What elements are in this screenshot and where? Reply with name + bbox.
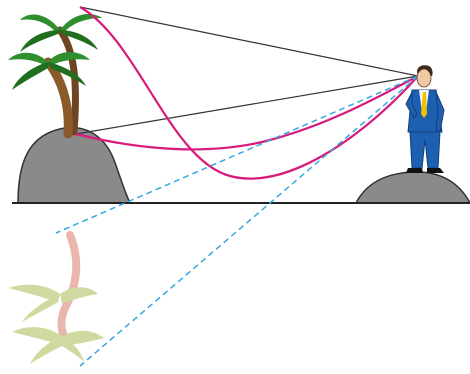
- palm-leaf: [8, 52, 48, 66]
- palm-leaf: [20, 14, 60, 33]
- curved-ray-bottom: [75, 75, 419, 151]
- image-leaf: [60, 287, 98, 304]
- virtual-ray-top: [55, 75, 419, 234]
- mirage-palm-image: [8, 231, 104, 364]
- curved-ray-top: [79, 6, 419, 180]
- left-hill: [17, 126, 132, 204]
- image-leaf: [30, 336, 62, 364]
- virtual-ray-bottom: [79, 75, 419, 367]
- person-right-arm: [435, 91, 445, 133]
- image-leaf: [62, 330, 104, 346]
- palm-leaf: [60, 30, 98, 50]
- person-head: [416, 68, 432, 88]
- image-trunk: [57, 231, 81, 344]
- image-leaf: [22, 294, 60, 322]
- palm-tree: [8, 14, 102, 139]
- person-legs: [409, 131, 441, 169]
- direct-ray-top: [79, 6, 419, 77]
- direct-ray-bottom: [75, 75, 419, 135]
- person-shoes: [406, 168, 444, 173]
- image-leaf: [8, 284, 60, 302]
- person-tie: [421, 92, 427, 118]
- image-leaf: [62, 336, 84, 362]
- palm-leaf: [48, 62, 86, 86]
- palm-trunk-back: [56, 26, 79, 136]
- image-leaf: [12, 327, 62, 344]
- right-hill: [354, 171, 470, 204]
- palm-leaf: [48, 52, 90, 66]
- observer-person: [405, 65, 445, 173]
- palm-leaf: [60, 14, 102, 32]
- palm-leaf: [12, 62, 48, 90]
- person-left-arm: [405, 91, 418, 119]
- palm-leaf: [20, 30, 60, 52]
